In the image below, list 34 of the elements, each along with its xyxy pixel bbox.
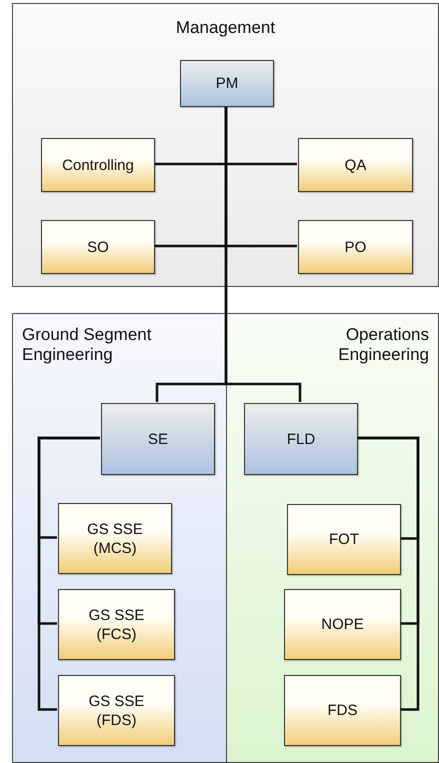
role-label: FDS bbox=[328, 701, 358, 720]
role-label: GS SSE (FCS) bbox=[88, 606, 146, 644]
group-panel bbox=[226, 313, 439, 763]
role-box bbox=[298, 138, 413, 192]
group-panel bbox=[12, 313, 227, 763]
role-box bbox=[58, 589, 175, 660]
role-box bbox=[58, 503, 172, 574]
group-title: Ground Segment Engineering bbox=[22, 325, 152, 365]
role-label: QA bbox=[344, 156, 366, 174]
role-box bbox=[41, 220, 155, 274]
lead-role-box bbox=[180, 60, 274, 107]
role-label: SO bbox=[87, 238, 109, 256]
role-label: SE bbox=[148, 430, 168, 448]
lead-role-box bbox=[244, 403, 358, 475]
role-label: FLD bbox=[286, 430, 316, 448]
role-label: GS SSE (FDS) bbox=[88, 692, 146, 730]
role-label: FOT bbox=[329, 530, 359, 549]
role-label: GS SSE (MCS) bbox=[86, 520, 144, 558]
role-box bbox=[58, 675, 175, 746]
connector-line bbox=[357, 436, 420, 711]
group-title: Operations Engineering bbox=[337, 325, 429, 365]
role-label: PO bbox=[344, 238, 366, 256]
group-title: Management bbox=[174, 18, 276, 38]
lead-role-box bbox=[101, 403, 215, 475]
role-box bbox=[298, 220, 413, 274]
role-label: Controlling bbox=[62, 156, 134, 174]
group-panel bbox=[12, 3, 439, 287]
connector-line bbox=[38, 436, 100, 711]
role-label: NOPE bbox=[321, 615, 364, 634]
role-box bbox=[287, 504, 401, 575]
role-box bbox=[41, 138, 155, 192]
role-label: PM bbox=[216, 74, 238, 93]
role-box bbox=[284, 675, 401, 746]
role-box bbox=[284, 589, 401, 660]
